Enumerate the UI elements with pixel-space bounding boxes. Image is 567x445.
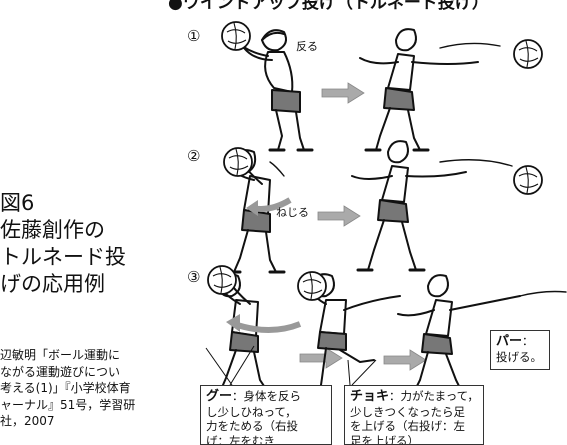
figure-title-line: げの応用例 bbox=[0, 272, 105, 296]
step-number: ② bbox=[187, 147, 201, 165]
twist-arrowhead-icon bbox=[246, 200, 258, 216]
figure-title-line: トルネード投 bbox=[0, 245, 126, 269]
caption-choki: チョキ：力がたまって， 少しきつくなったら足 を上げる（右投げ：左 足を上げる） bbox=[344, 385, 484, 445]
citation-line: ャーナル』51号，学習研 bbox=[0, 397, 136, 412]
section-title: ●ワインドアップ投げ（トルネード投げ） bbox=[168, 0, 489, 13]
ball-icon bbox=[297, 271, 327, 301]
caption-line: し少しひねって， bbox=[206, 404, 297, 419]
caption-pa: パー： 投げる。 bbox=[490, 330, 550, 370]
caption-line: 力をためる（右投 bbox=[206, 419, 298, 433]
ball-icon bbox=[223, 147, 253, 177]
figure-title: 図6 佐藤創作の トルネード投 げの応用例 bbox=[0, 190, 126, 298]
arrow-right-icon bbox=[317, 205, 361, 227]
caption-term: チョキ bbox=[350, 389, 390, 404]
caption-line: 投げる。 bbox=[496, 349, 542, 364]
ball-icon bbox=[513, 39, 543, 69]
step-label: ねじる bbox=[276, 206, 309, 219]
step-1-backbend-figure bbox=[235, 29, 314, 152]
caption-term: グー bbox=[206, 389, 233, 404]
arrow-right-icon bbox=[299, 347, 343, 369]
citation-line: 考える(1)」『小学校体育 bbox=[0, 381, 131, 395]
caption-line: げ：左をむき bbox=[206, 433, 275, 445]
caption-gu: グー：身体を反ら し少しひねって， 力をためる（右投 げ：左をむき bbox=[200, 385, 332, 445]
step-label: 反る bbox=[296, 40, 318, 53]
citation-line: 辺敏明「ボール運動に bbox=[0, 348, 121, 362]
caption-line: を上げる（右投げ：左 bbox=[350, 419, 465, 433]
figure-title-line: 佐藤創作の bbox=[0, 218, 105, 242]
caption-line: ：身体を反ら bbox=[232, 389, 302, 403]
citation: 辺敏明「ボール運動に ながる運動遊びについ 考える(1)」『小学校体育 ャーナル… bbox=[0, 347, 135, 430]
caption-line: 足を上げる） bbox=[350, 433, 419, 445]
arrow-right-icon bbox=[321, 82, 365, 104]
step-number: ③ bbox=[187, 268, 201, 286]
ball-icon bbox=[207, 265, 237, 295]
caption-line: 少しきつくなったら足 bbox=[350, 404, 465, 419]
step-number: ① bbox=[187, 27, 201, 45]
caption-term: パー bbox=[496, 334, 523, 349]
ball-icon bbox=[513, 165, 543, 195]
figure-title-line: 図6 bbox=[0, 191, 35, 215]
caption-line: ：力がたまって， bbox=[389, 389, 479, 403]
step-1-throw-figure bbox=[359, 28, 501, 152]
arrow-right-icon bbox=[383, 349, 427, 371]
step-2-throw-figure bbox=[351, 140, 513, 272]
citation-line: ながる運動遊びについ bbox=[0, 364, 121, 379]
twist-arrowhead-icon bbox=[226, 314, 240, 332]
caption-line: ： bbox=[522, 334, 534, 348]
citation-line: 社，2007 bbox=[0, 414, 55, 428]
twist-arrow-icon bbox=[233, 321, 302, 333]
ball-icon bbox=[221, 21, 251, 51]
